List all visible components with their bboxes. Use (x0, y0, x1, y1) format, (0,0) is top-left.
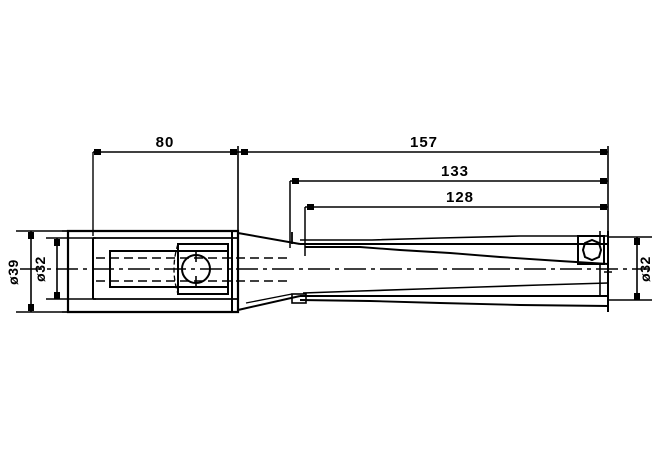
drill-fluted-section (291, 231, 609, 312)
taper-chamfer-lower (245, 293, 293, 304)
dim-tick-157-left (241, 149, 248, 155)
flute-line-lower-1 (302, 282, 609, 294)
flute-line-upper-2 (300, 235, 608, 241)
dim-tick-d32r-bottom (634, 293, 640, 300)
dimension-128: 128 (304, 189, 608, 256)
dim-tick-80-left (94, 149, 101, 155)
dim-label-133: 133 (441, 163, 469, 180)
taper-line-upper (237, 232, 301, 245)
dim-tick-d32l-top (54, 239, 60, 246)
dim-label-d39: ø39 (5, 259, 21, 285)
dim-tick-80-right (230, 149, 237, 155)
tool-body-outline (66, 229, 240, 314)
dim-tick-d39-bottom (28, 304, 34, 311)
dimension-80: 80 (92, 134, 239, 236)
dim-tick-128-left (307, 204, 314, 210)
dim-tick-157-right (600, 149, 607, 155)
taper-line-lower (237, 295, 301, 311)
flute-start-step-lower (291, 293, 307, 304)
construction-lines (62, 230, 601, 313)
body-outer-rect (66, 229, 240, 314)
dim-label-128: 128 (446, 189, 474, 206)
insert-octagon (581, 238, 603, 262)
flute-line-lower-2 (299, 299, 609, 307)
dimension-133: 133 (289, 163, 608, 248)
dim-tick-133-left (292, 178, 299, 184)
dimension-diameter-39: ø39 (5, 230, 70, 313)
taper-transition (237, 232, 301, 311)
dim-tick-d39-top (28, 232, 34, 239)
dim-tick-d32r-top (634, 238, 640, 245)
dim-tick-d32l-bottom (54, 292, 60, 299)
dim-label-157: 157 (410, 134, 438, 151)
dimension-157: 157 (238, 134, 609, 236)
dim-tick-133-right (600, 178, 607, 184)
dim-tick-128-right (600, 204, 607, 210)
flute-line-upper-1 (305, 246, 609, 265)
dim-label-80: 80 (156, 134, 175, 151)
